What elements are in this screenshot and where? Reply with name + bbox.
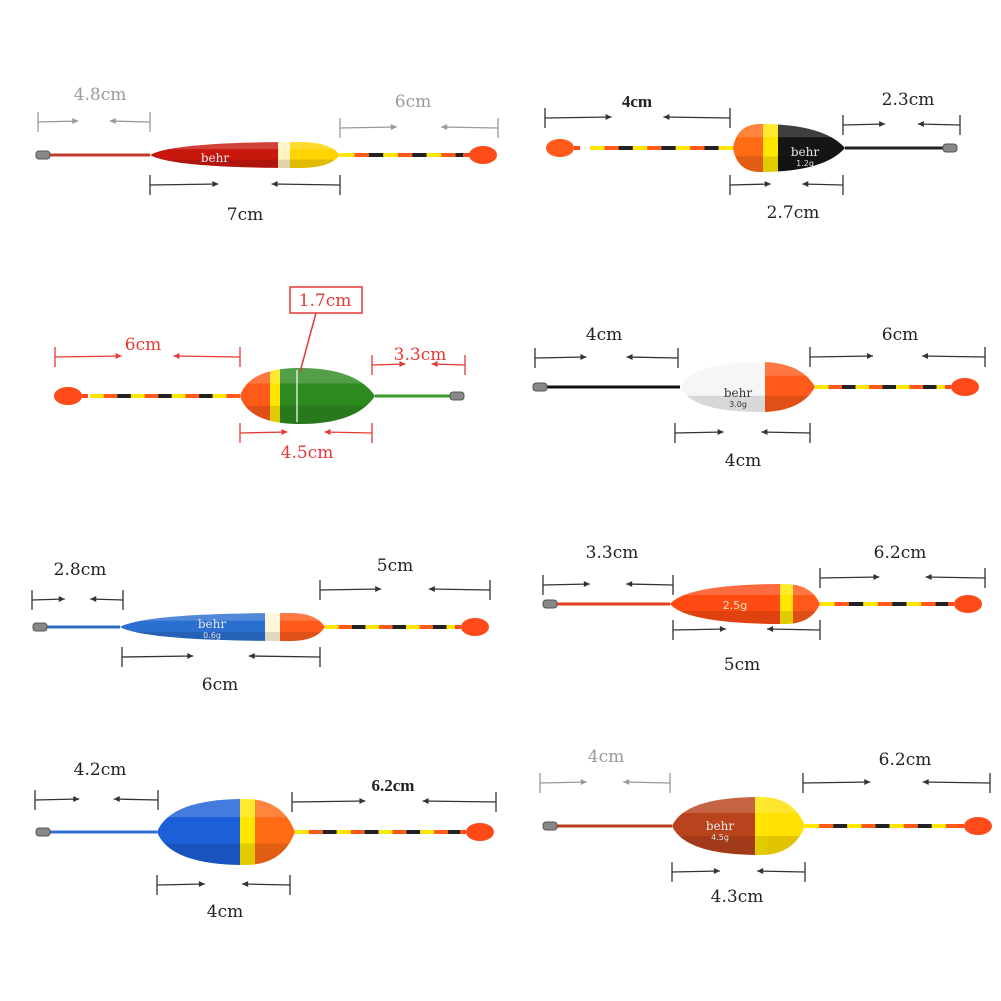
dimension-label: 3.3cm: [394, 345, 447, 365]
dimension-label: 6cm: [882, 325, 918, 345]
dimension-arrow: [239, 423, 373, 443]
float-tip: [951, 378, 979, 396]
weight-label: 0.6g: [203, 631, 221, 640]
float-tip: [54, 387, 82, 405]
dimension-arrow: [291, 792, 497, 812]
dimension-label: 2.3cm: [882, 90, 935, 110]
weight-label: 3.0g: [729, 400, 747, 409]
dimension-arrow: [156, 875, 291, 895]
dimension-label: 6.2cm: [874, 543, 927, 563]
line-eye-icon: [942, 143, 958, 153]
dimension-arrow: [34, 790, 159, 810]
dimension-arrow: [672, 620, 821, 640]
dimension-arrow: [802, 773, 991, 793]
dimension-label: 4.8cm: [74, 85, 127, 105]
dimension-arrow: [544, 108, 731, 128]
dimension-label: 6cm: [125, 335, 161, 355]
dimension-arrow: [31, 590, 124, 610]
dimension-label: 4cm: [588, 747, 624, 767]
dimension-label: 2.8cm: [54, 560, 107, 580]
dimension-label: 7cm: [227, 205, 263, 225]
line-eye-icon: [542, 599, 558, 609]
float-red-yellow: behr 4.8cm 6cm 7cm: [35, 85, 499, 225]
brand-logo: behr: [201, 151, 230, 165]
dimension-arrow: [842, 115, 961, 135]
dimension-label: 2.7cm: [767, 203, 820, 223]
float-body: [157, 799, 295, 865]
float-body: [150, 142, 340, 168]
dimension-arrow: [371, 355, 466, 375]
dimension-arrow: [729, 175, 844, 195]
float-tip: [461, 618, 489, 636]
dimension-label: 3.3cm: [586, 543, 639, 563]
dimension-label: 4.3cm: [711, 887, 764, 907]
float-body: [240, 368, 375, 424]
brand-logo: behr: [724, 386, 753, 400]
dimension-arrow: [534, 348, 679, 368]
float-body: [120, 613, 325, 641]
float-orange: 2.5g 3.3cm 6.2cm 5cm: [542, 543, 986, 675]
dimension-arrow: [674, 423, 811, 443]
callout-pointer: [299, 312, 317, 373]
line-eye-icon: [542, 821, 558, 831]
float-tip: [469, 146, 497, 164]
dimension-label: 4cm: [622, 92, 652, 111]
dimension-label: 6.2cm: [879, 750, 932, 770]
dimension-arrow: [339, 118, 499, 138]
float-tip: [466, 823, 494, 841]
weight-label: 1.2g: [796, 159, 814, 168]
dimension-arrow: [37, 112, 151, 132]
dimension-label: 1.7cm: [299, 291, 352, 311]
dimension-arrow: [819, 568, 986, 588]
dimension-label: 5cm: [377, 556, 413, 576]
dimension-arrow: [539, 773, 671, 793]
dimension-label: 4cm: [586, 325, 622, 345]
dimension-arrow: [809, 347, 986, 367]
line-eye-icon: [35, 827, 51, 837]
diameter-callout-box: [289, 286, 363, 314]
float-body: [672, 797, 805, 855]
dimension-label: 4.5cm: [281, 443, 334, 463]
dimension-label: 4.2cm: [74, 760, 127, 780]
dimension-label: 5cm: [724, 655, 760, 675]
dimension-label: 4cm: [725, 451, 761, 471]
dimension-label: 6cm: [395, 92, 431, 112]
float-tip: [954, 595, 982, 613]
float-tip: [546, 139, 574, 157]
brand-logo: behr: [791, 145, 820, 159]
dimension-label: 4cm: [207, 902, 243, 922]
float-blue-orange: 4.2cm 6.2cm 4cm: [34, 760, 497, 922]
brand-logo: behr: [198, 617, 227, 631]
weight-label: 4.5g: [711, 833, 729, 842]
weight-label: 2.5g: [723, 599, 747, 612]
dimension-arrow: [319, 580, 491, 600]
float-body: [733, 124, 845, 172]
line-eye-icon: [32, 622, 48, 632]
dimension-label: 6.2cm: [372, 776, 415, 795]
float-green-orange: 6cm 1.7cm 3.3cm 4.5cm: [54, 286, 466, 463]
line-eye-icon: [532, 382, 548, 392]
dimension-arrow: [54, 347, 241, 367]
float-tip: [964, 817, 992, 835]
dimension-label: 6cm: [202, 675, 238, 695]
dimension-arrow: [121, 647, 321, 667]
dimension-arrow: [671, 862, 806, 882]
line-eye-icon: [35, 150, 51, 160]
line-eye-icon: [449, 391, 465, 401]
dimension-arrow: [542, 575, 674, 595]
dimension-arrow: [149, 175, 341, 195]
brand-logo: behr: [706, 819, 735, 833]
